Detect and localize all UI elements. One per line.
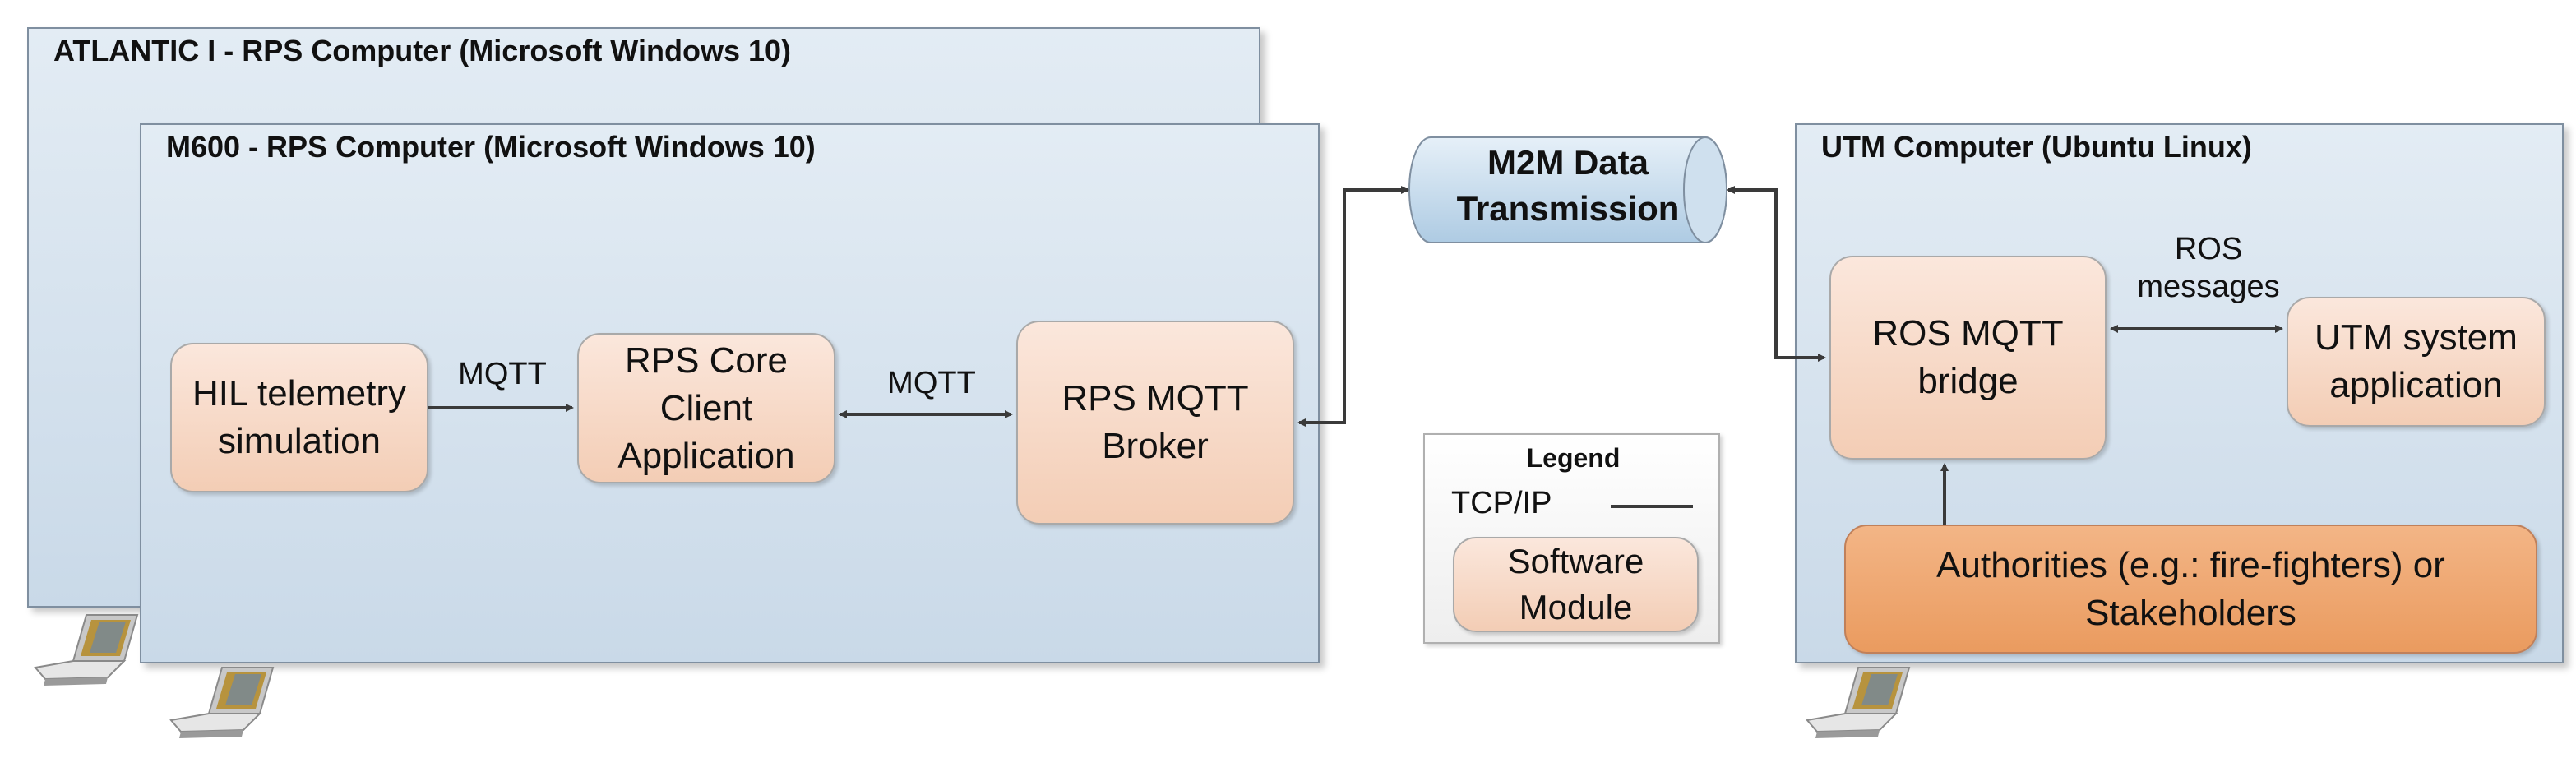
rps-core-client-label: RPS Core Client Application xyxy=(617,340,795,476)
m2m-data-transmission-label: M2M Data Transmission xyxy=(1456,143,1680,228)
m2m-data-transmission-channel xyxy=(1408,136,1727,243)
authorities-stakeholders-module: Authorities (e.g.: fire-fighters) or Sta… xyxy=(1844,525,2537,654)
legend-software-module-label: Software Module xyxy=(1507,542,1644,626)
laptop-icon xyxy=(169,667,275,738)
utm-system-application-module: UTM system application xyxy=(2287,297,2546,427)
atlantic-panel-title: ATLANTIC I - RPS Computer (Microsoft Win… xyxy=(53,34,791,67)
authorities-stakeholders-label: Authorities (e.g.: fire-fighters) or Sta… xyxy=(1936,544,2445,633)
utm-panel-title: UTM Computer (Ubuntu Linux) xyxy=(1821,130,2252,164)
laptop-icon xyxy=(34,614,139,686)
ros-mqtt-bridge-module: ROS MQTT bridge xyxy=(1829,256,2107,460)
m600-panel-title: M600 - RPS Computer (Microsoft Windows 1… xyxy=(166,130,816,164)
legend-tcp-line xyxy=(1611,505,1693,508)
hil-telemetry-module: HIL telemetry simulation xyxy=(170,343,428,492)
ros-messages-label: ROS messages xyxy=(2137,232,2280,304)
ros-mqtt-bridge-label: ROS MQTT bridge xyxy=(1872,313,2064,401)
utm-system-application-label: UTM system application xyxy=(2315,317,2518,405)
legend-software-module-sample: Software Module xyxy=(1453,537,1699,632)
mqtt-label-hil-to-core: MQTT xyxy=(458,357,547,391)
legend-tcp-label: TCP/IP xyxy=(1451,486,1552,520)
rps-core-client-module: RPS Core Client Application xyxy=(577,333,835,483)
rps-mqtt-broker-label: RPS MQTT Broker xyxy=(1061,378,1249,466)
rps-mqtt-broker-module: RPS MQTT Broker xyxy=(1016,321,1294,525)
hil-telemetry-label: HIL telemetry simulation xyxy=(192,373,406,461)
mqtt-label-core-to-broker: MQTT xyxy=(887,366,976,400)
legend-box: Legend TCP/IP Software Module xyxy=(1423,433,1720,644)
legend-title: Legend xyxy=(1526,443,1621,473)
laptop-icon xyxy=(1806,667,1911,738)
arrow-m2m-to-bridge xyxy=(1727,186,1826,362)
arrow-broker-to-m2m xyxy=(1297,186,1409,427)
